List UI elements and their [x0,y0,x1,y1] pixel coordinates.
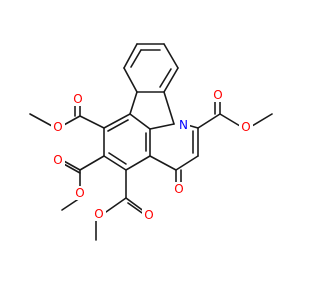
ester-group-3 [95,169,146,241]
svg-text:N: N [179,118,188,132]
svg-text:O: O [144,208,153,222]
molecule-structure: N O O O O O O O [29,43,273,241]
ketone-oxygen-atom: O [172,182,186,196]
ester3-ether-oxygen: O [92,207,106,221]
ester3-carbonyl-oxygen: O [142,208,156,222]
ester-group-2 [61,155,105,211]
svg-text:O: O [53,153,62,167]
ester2-ether-oxygen: O [73,186,87,200]
pyridinone-ring [149,123,199,183]
svg-text:O: O [213,88,222,102]
benzo-ring [123,43,179,93]
atom-labels: N O O O O O O O [51,88,253,222]
ester-group-1 [29,105,105,129]
central-ring [103,113,151,171]
svg-text:O: O [73,92,82,106]
pyrrole-ring [129,91,175,130]
ester-group-4 [197,101,273,129]
svg-text:O: O [94,207,103,221]
svg-text:O: O [53,120,62,134]
svg-text:O: O [241,120,250,134]
ester1-ether-oxygen: O [51,120,65,134]
ester4-carbonyl-oxygen: O [211,88,225,102]
svg-text:O: O [174,182,183,196]
ester2-carbonyl-oxygen: O [51,153,65,167]
nitrogen-atom: N [177,118,190,132]
ester1-carbonyl-oxygen: O [71,92,85,106]
ester4-ether-oxygen: O [239,120,253,134]
svg-text:O: O [75,186,84,200]
